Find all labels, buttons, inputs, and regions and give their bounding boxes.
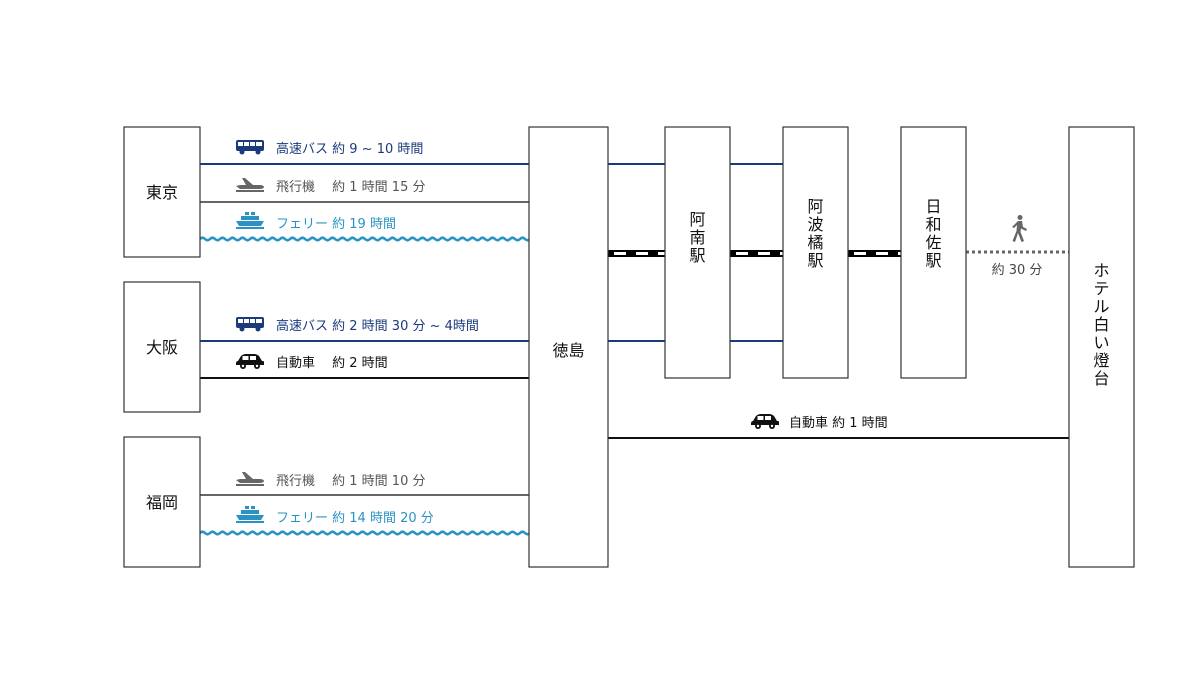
railway-awatachibana-hiwasa <box>848 250 901 257</box>
tokushima-car-label: 自動車 約 1 時間 <box>789 416 888 431</box>
fukuoka-ferry-wave <box>199 530 531 536</box>
node-fukuoka-label: 福岡 <box>146 493 178 512</box>
node-hotel: ホテル白い燈台 <box>1068 126 1135 568</box>
ferry-icon <box>236 212 264 229</box>
node-awa-tachibana: 阿波橘駅 <box>782 126 849 379</box>
tokyo-bus-label: 高速バス 約 9 ~ 10 時間 <box>276 141 423 157</box>
railway-tokushima-anan <box>608 250 665 257</box>
osaka-bus-label: 高速バス 約 2 時間 30 分 ~ 4時間 <box>276 318 479 334</box>
car-icon <box>236 354 264 369</box>
tokyo-ferry-wave <box>199 236 531 242</box>
airplane-icon <box>236 178 264 192</box>
node-hiwasa: 日和佐駅 <box>900 126 967 379</box>
node-osaka-label: 大阪 <box>146 338 178 357</box>
tokyo-plane-label: 飛行機 約 1 時間 15 分 <box>276 180 425 195</box>
fukuoka-ferry-label: フェリー 約 14 時間 20 分 <box>276 511 434 526</box>
node-tokushima: 徳島 <box>528 126 609 568</box>
node-tokushima-label: 徳島 <box>552 341 584 360</box>
walk-label: 約 30 分 <box>992 263 1043 278</box>
node-anan: 阿南駅 <box>664 126 731 379</box>
walking-person-icon <box>1012 215 1027 242</box>
railway-anan-awatachibana <box>730 250 783 257</box>
ferry-icon <box>236 506 264 523</box>
osaka-car-label: 自動車 約 2 時間 <box>276 356 388 371</box>
node-awa-tachibana-label: 阿波橘駅 <box>807 197 823 270</box>
car-icon <box>751 414 779 429</box>
node-hotel-label: ホテル白い燈台 <box>1093 261 1109 388</box>
tokyo-ferry-label: フェリー 約 19 時間 <box>276 217 396 232</box>
bus-icon <box>236 317 264 332</box>
node-tokyo-label: 東京 <box>146 183 178 202</box>
airplane-icon <box>236 472 264 486</box>
node-anan-label: 阿南駅 <box>689 210 705 265</box>
node-fukuoka: 福岡 <box>123 436 201 568</box>
node-tokyo: 東京 <box>123 126 201 258</box>
node-hiwasa-label: 日和佐駅 <box>925 197 941 270</box>
bus-icon <box>236 140 264 155</box>
fukuoka-plane-label: 飛行機 約 1 時間 10 分 <box>276 474 425 489</box>
node-osaka: 大阪 <box>123 281 201 413</box>
